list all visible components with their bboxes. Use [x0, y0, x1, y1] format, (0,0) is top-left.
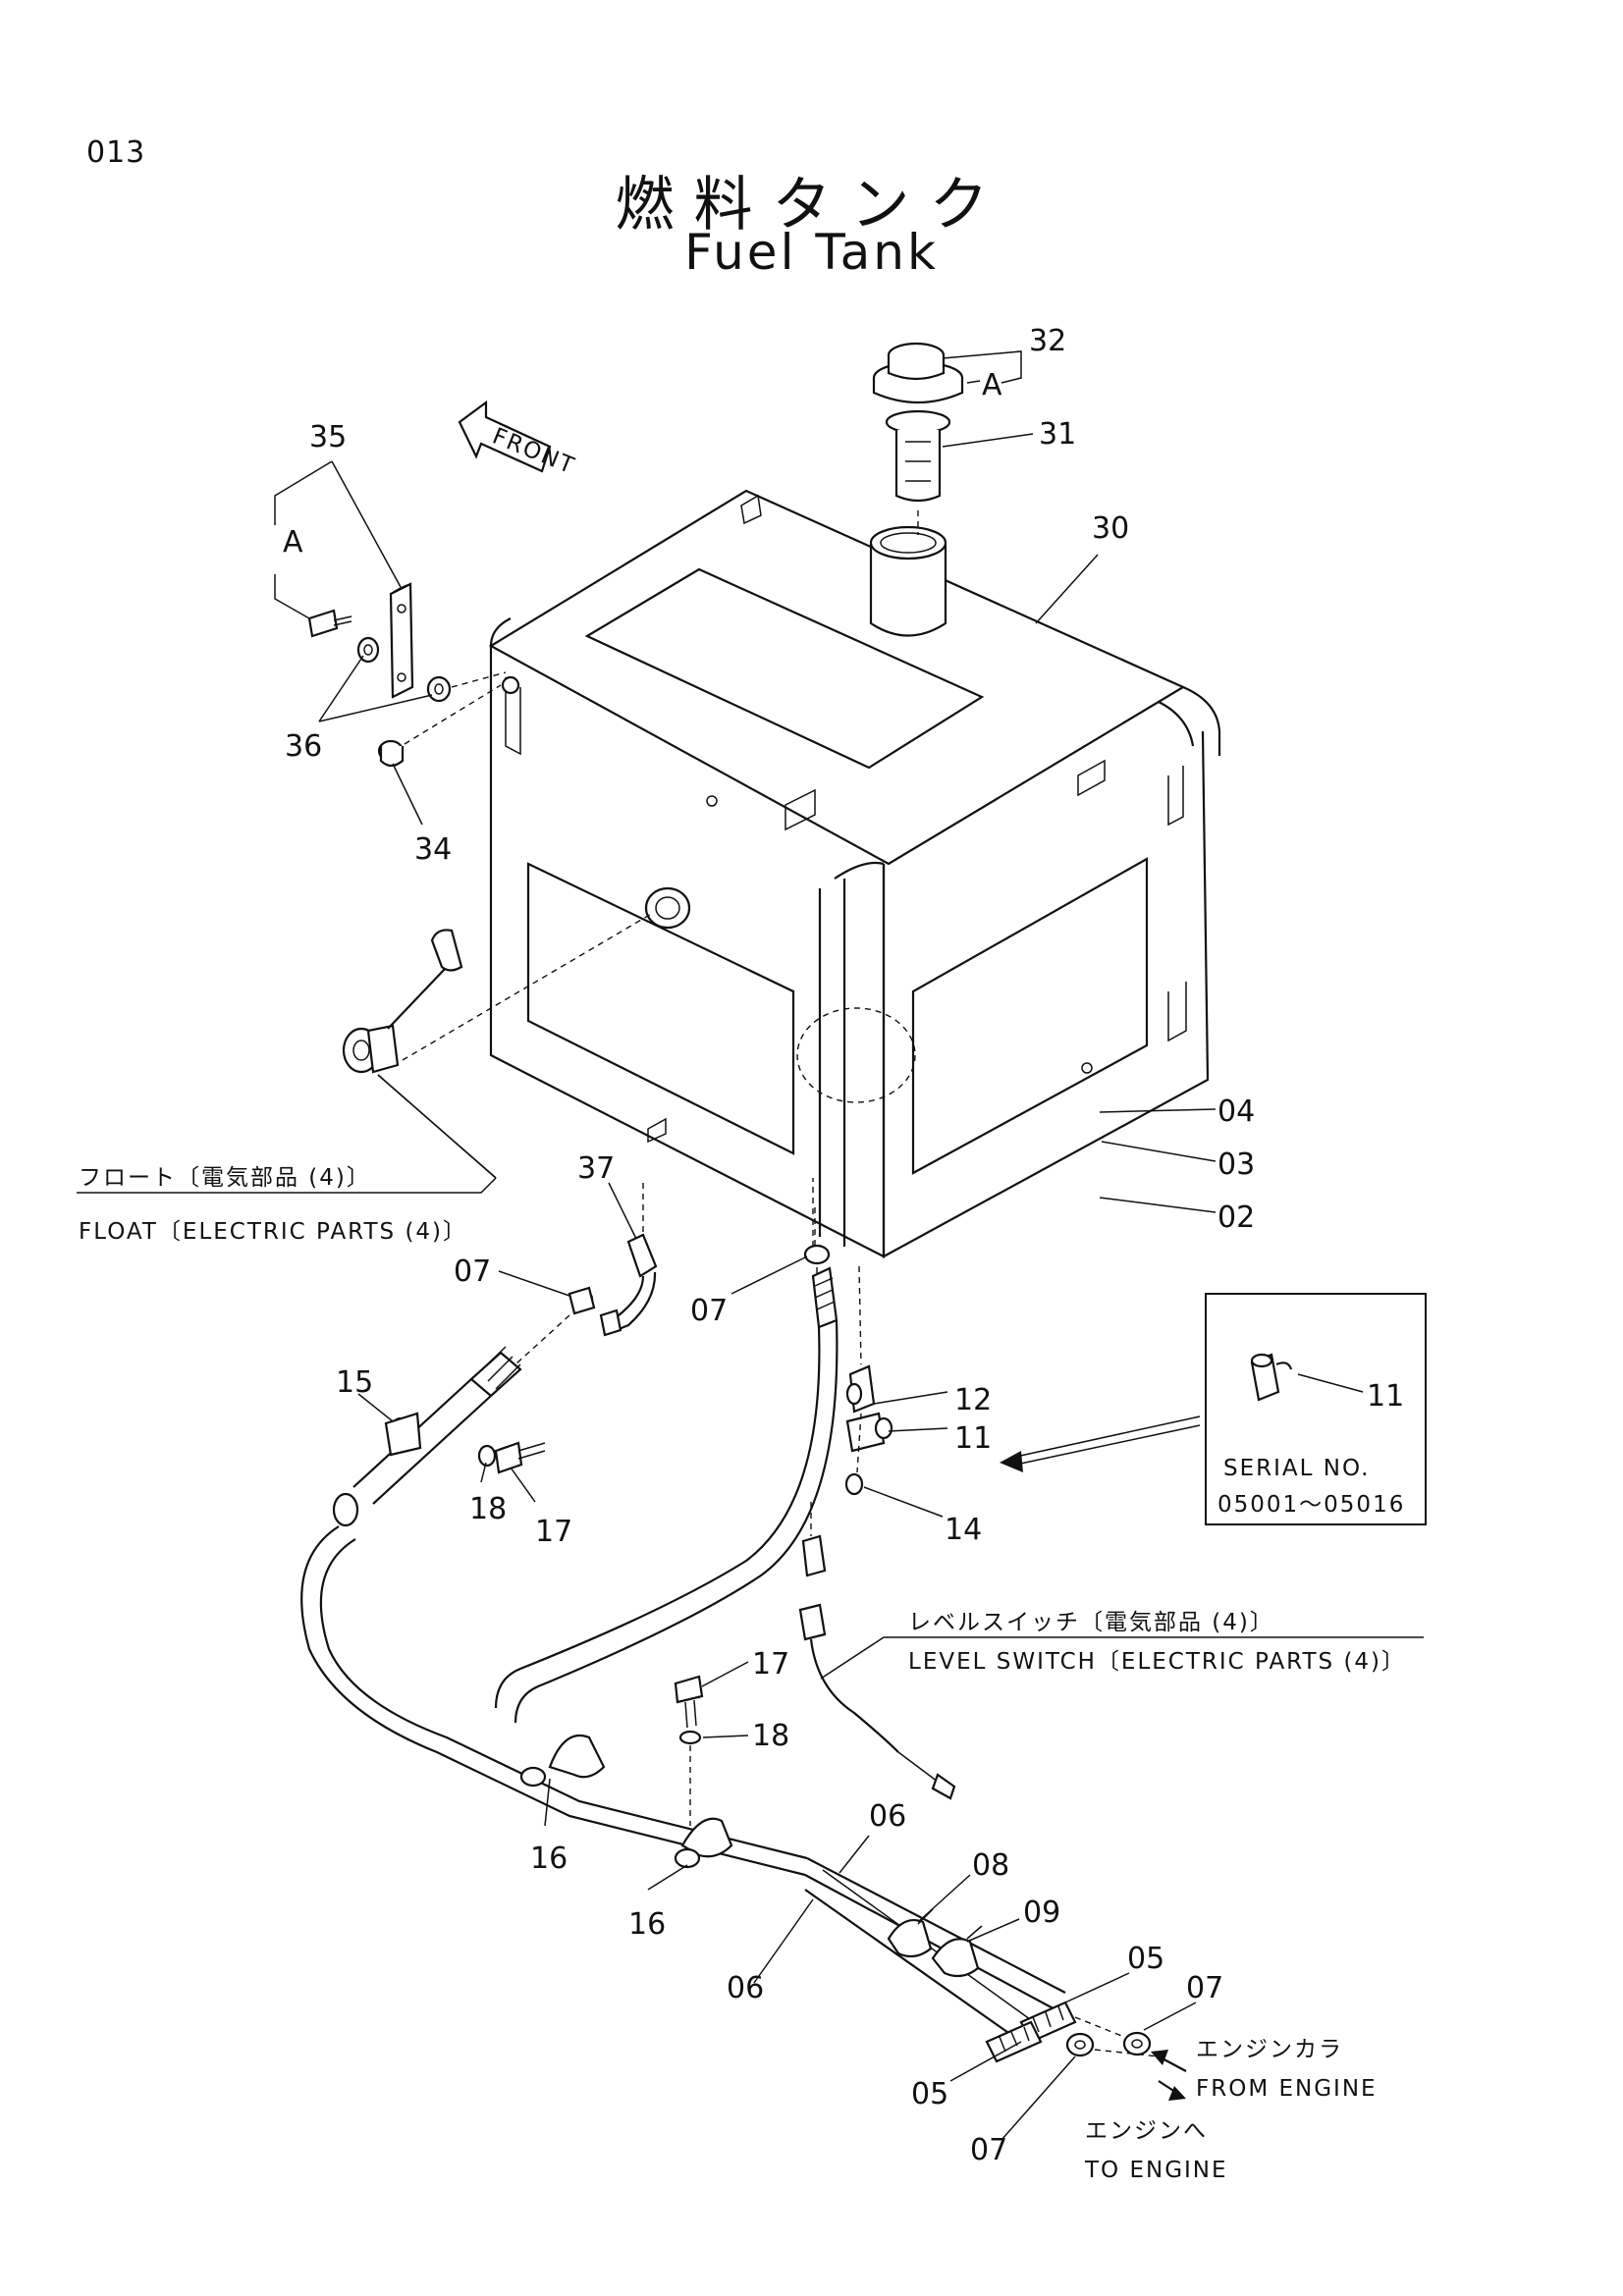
callout-02: 02 — [1217, 1201, 1255, 1235]
callout-a-bracket: A — [283, 525, 303, 560]
callout-16-right: 16 — [628, 1907, 666, 1942]
callout-06-lower: 06 — [727, 1971, 764, 2005]
callout-05-lower: 05 — [911, 2077, 948, 2111]
front-label: FRONT — [489, 423, 579, 479]
drain-hose-center — [494, 1178, 839, 1724]
callout-08: 08 — [972, 1848, 1009, 1883]
level-switch-note-japanese: レベルスイッチ〔電気部品 (4)〕 — [908, 1610, 1274, 1635]
flow-arrows — [1151, 2050, 1187, 2101]
callout-16-left: 16 — [530, 1842, 568, 1876]
callout-04: 04 — [1217, 1095, 1255, 1129]
callout-17-center: 17 — [752, 1647, 789, 1682]
to-engine-english: TO ENGINE — [1084, 2158, 1228, 2183]
float-note-english: FLOAT〔ELECTRIC PARTS (4)〕 — [79, 1219, 467, 1245]
callout-07-float-hose: 07 — [454, 1255, 491, 1289]
callout-36: 36 — [285, 729, 322, 764]
page-title-english: Fuel Tank — [684, 224, 939, 281]
return-hose-elbow — [599, 1178, 658, 1337]
inset-callout-11: 11 — [1367, 1379, 1404, 1414]
callout-09: 09 — [1023, 1896, 1060, 1930]
connection-hoses — [804, 1857, 1160, 2063]
callout-30: 30 — [1092, 511, 1129, 546]
notes: フロート〔電気部品 (4)〕 FLOAT〔ELECTRIC PARTS (4)〕… — [79, 1165, 1406, 2183]
callout-18-center: 18 — [752, 1719, 789, 1753]
to-engine-japanese: エンジンへ — [1085, 2118, 1208, 2144]
callout-07-upper: 07 — [1186, 1971, 1223, 2005]
from-engine-japanese: エンジンカラ — [1196, 2037, 1343, 2062]
callout-17-left: 17 — [535, 1515, 572, 1549]
hose-clamp-07-left — [568, 1286, 596, 1315]
page-number: 013 — [86, 135, 146, 170]
callout-a-cap: A — [982, 368, 1002, 402]
callout-37: 37 — [577, 1151, 615, 1186]
callout-35: 35 — [309, 420, 347, 454]
serial-number-range: 05001～05016 — [1217, 1492, 1405, 1518]
callout-31: 31 — [1039, 417, 1076, 452]
callout-numbers: 32 A 31 30 35 A 36 34 04 03 02 37 07 07 … — [283, 324, 1255, 2167]
callout-15: 15 — [336, 1365, 373, 1400]
stay-bracket-assembly — [307, 582, 507, 768]
callout-14: 14 — [945, 1513, 982, 1547]
leader-lines — [77, 350, 1424, 2141]
float-note-japanese: フロート〔電気部品 (4)〕 — [79, 1165, 371, 1191]
callout-06-upper: 06 — [869, 1799, 906, 1834]
level-switch — [798, 1502, 956, 1800]
float-unit — [342, 912, 654, 1179]
callout-12: 12 — [954, 1383, 992, 1417]
front-direction-arrow: FRONT — [458, 400, 579, 480]
level-switch-note-english: LEVEL SWITCH〔ELECTRIC PARTS (4)〕 — [908, 1649, 1406, 1675]
drain-cock-assembly — [844, 1265, 893, 1496]
callout-11: 11 — [954, 1421, 992, 1456]
callout-18-left: 18 — [469, 1492, 507, 1526]
callout-03: 03 — [1217, 1148, 1255, 1182]
callout-07-drain-hose: 07 — [690, 1294, 728, 1328]
callout-34: 34 — [414, 832, 452, 867]
callout-05-upper: 05 — [1127, 1942, 1164, 1976]
clamp-bolt-center — [674, 1675, 704, 1826]
suction-hose-left — [300, 1314, 808, 1877]
serial-number-label: SERIAL NO. — [1223, 1456, 1370, 1481]
callout-07-lower: 07 — [970, 2133, 1007, 2167]
fuel-tank — [488, 489, 1221, 1258]
page-title-japanese: 燃料タンク — [615, 171, 1008, 240]
callout-32: 32 — [1029, 324, 1066, 358]
clamp-bolt-left — [477, 1441, 546, 1474]
filler-cap-assembly — [872, 342, 964, 535]
hose-clamps-16 — [519, 1735, 733, 1869]
serial-detail-inset: 11 SERIAL NO. 05001～05016 — [1000, 1293, 1427, 1525]
from-engine-english: FROM ENGINE — [1196, 2076, 1378, 2102]
